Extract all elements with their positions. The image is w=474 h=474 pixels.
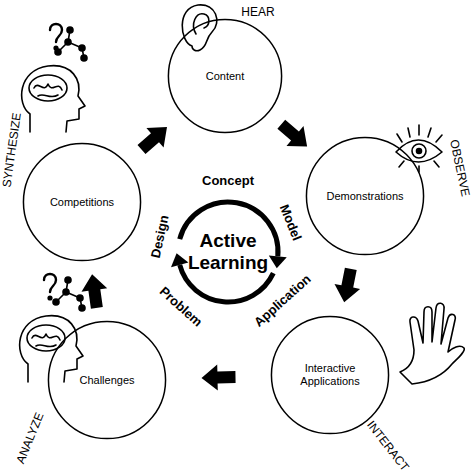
- center-title: Active Learning: [180, 230, 276, 274]
- block-arrow: [277, 120, 307, 147]
- block-arrow: [82, 274, 108, 309]
- mode-label: OBSERVE: [447, 138, 473, 197]
- stage-circle: Interactive Applications: [270, 315, 390, 435]
- stage-label: Competitions: [50, 196, 114, 209]
- cycle-arrows: [171, 202, 287, 302]
- cycle-label: Application: [251, 271, 314, 330]
- head-icon: [22, 24, 87, 132]
- stage-circle: Demonstrations: [305, 136, 425, 256]
- hand-icon: [400, 303, 464, 384]
- block-arrow: [335, 268, 361, 303]
- stage-label: Interactive Applications: [287, 362, 373, 388]
- ear-icon: [182, 5, 217, 51]
- stage-label: Demonstrations: [326, 190, 403, 203]
- stage-label: Content: [206, 70, 245, 83]
- cycle-label: Model: [277, 202, 305, 242]
- block-arrow: [202, 365, 236, 391]
- cycle-arrowhead: [171, 253, 188, 267]
- mode-label: ANALYZE: [13, 410, 46, 465]
- stage-circle: Content: [167, 18, 283, 134]
- cycle-arrowhead: [269, 256, 287, 269]
- head-icon: [20, 274, 85, 382]
- stage-circle: Competitions: [22, 142, 142, 262]
- cycle-label: Concept: [202, 173, 254, 188]
- mode-label: SYNTHESIZE: [0, 112, 24, 189]
- block-arrow: [138, 127, 168, 154]
- stage-label: Challenges: [79, 374, 134, 387]
- eye-icon: [396, 125, 442, 172]
- mode-label: HEAR: [241, 5, 274, 19]
- stage-circle: Challenges: [47, 320, 167, 440]
- mode-label: INTERACT: [364, 418, 412, 474]
- cycle-label: Design: [148, 213, 172, 259]
